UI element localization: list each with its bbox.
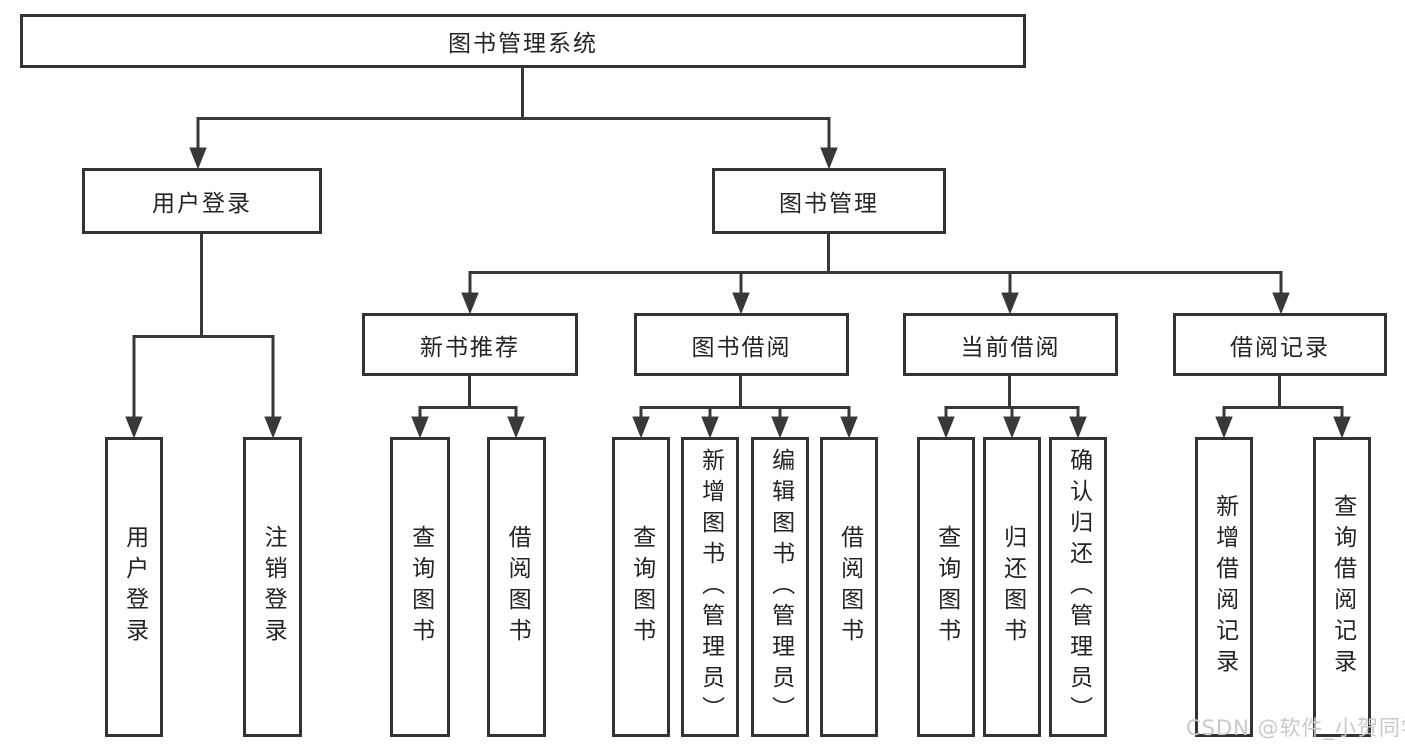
node-confirm-return-admin: 确认归还（管理员）	[1049, 437, 1107, 737]
arrow-down-to-add-books-admin	[701, 406, 719, 439]
node-edit-books-admin: 编辑图书（管理员）	[751, 437, 809, 737]
node-add-books-admin: 新增图书（管理员）	[681, 437, 739, 737]
node-book-management: 图书管理	[712, 168, 946, 234]
arrow-down-to-current-borrowing	[1001, 271, 1019, 315]
arrow-down-to-borrow-books-2	[840, 406, 858, 439]
node-query-books-2: 查询图书	[612, 437, 670, 737]
arrow-down-to-new-book-recommend	[461, 271, 479, 315]
arrow-down-to-return-books	[1003, 406, 1021, 439]
node-book-borrowing: 图书借阅	[634, 313, 849, 376]
arrow-down-to-book-borrowing	[732, 271, 750, 315]
node-borrowing-records: 借阅记录	[1173, 313, 1387, 376]
arrow-down-to-query-books-2	[632, 406, 650, 439]
node-borrow-books-2: 借阅图书	[820, 437, 878, 737]
node-return-books: 归还图书	[983, 437, 1041, 737]
arrow-down-to-user-login-leaf	[125, 335, 143, 439]
arrow-down-to-user-login	[189, 117, 207, 170]
arrow-down-to-logout	[264, 335, 282, 439]
node-borrow-books-1: 借阅图书	[487, 437, 546, 737]
arrow-down-to-borrowing-records	[1272, 271, 1290, 315]
arrow-down-to-book-management	[820, 117, 838, 170]
node-logout: 注销登录	[243, 437, 302, 737]
arrow-down-to-confirm-return-admin	[1069, 406, 1087, 439]
node-new-book-recommend: 新书推荐	[362, 313, 578, 376]
arrow-down-to-query-borrow-record	[1333, 406, 1351, 439]
arrow-down-to-borrow-books-1	[507, 406, 525, 439]
node-user-login: 用户登录	[82, 168, 322, 234]
arrow-down-to-query-books-1	[411, 406, 429, 439]
node-user-login-leaf: 用户登录	[105, 437, 163, 737]
arrow-down-to-edit-books-admin	[771, 406, 789, 439]
node-add-borrow-record: 新增借阅记录	[1195, 437, 1253, 737]
node-library-management-system: 图书管理系统	[20, 14, 1026, 68]
node-current-borrowing: 当前借阅	[903, 313, 1118, 376]
csdn-watermark: CSDN @软件_小贺同学	[1186, 716, 1405, 740]
arrow-down-to-add-borrow-record	[1215, 406, 1233, 439]
node-query-books-3: 查询图书	[917, 437, 975, 737]
arrow-down-to-query-books-3	[937, 406, 955, 439]
node-query-books-1: 查询图书	[390, 437, 450, 737]
node-query-borrow-record: 查询借阅记录	[1313, 437, 1371, 737]
